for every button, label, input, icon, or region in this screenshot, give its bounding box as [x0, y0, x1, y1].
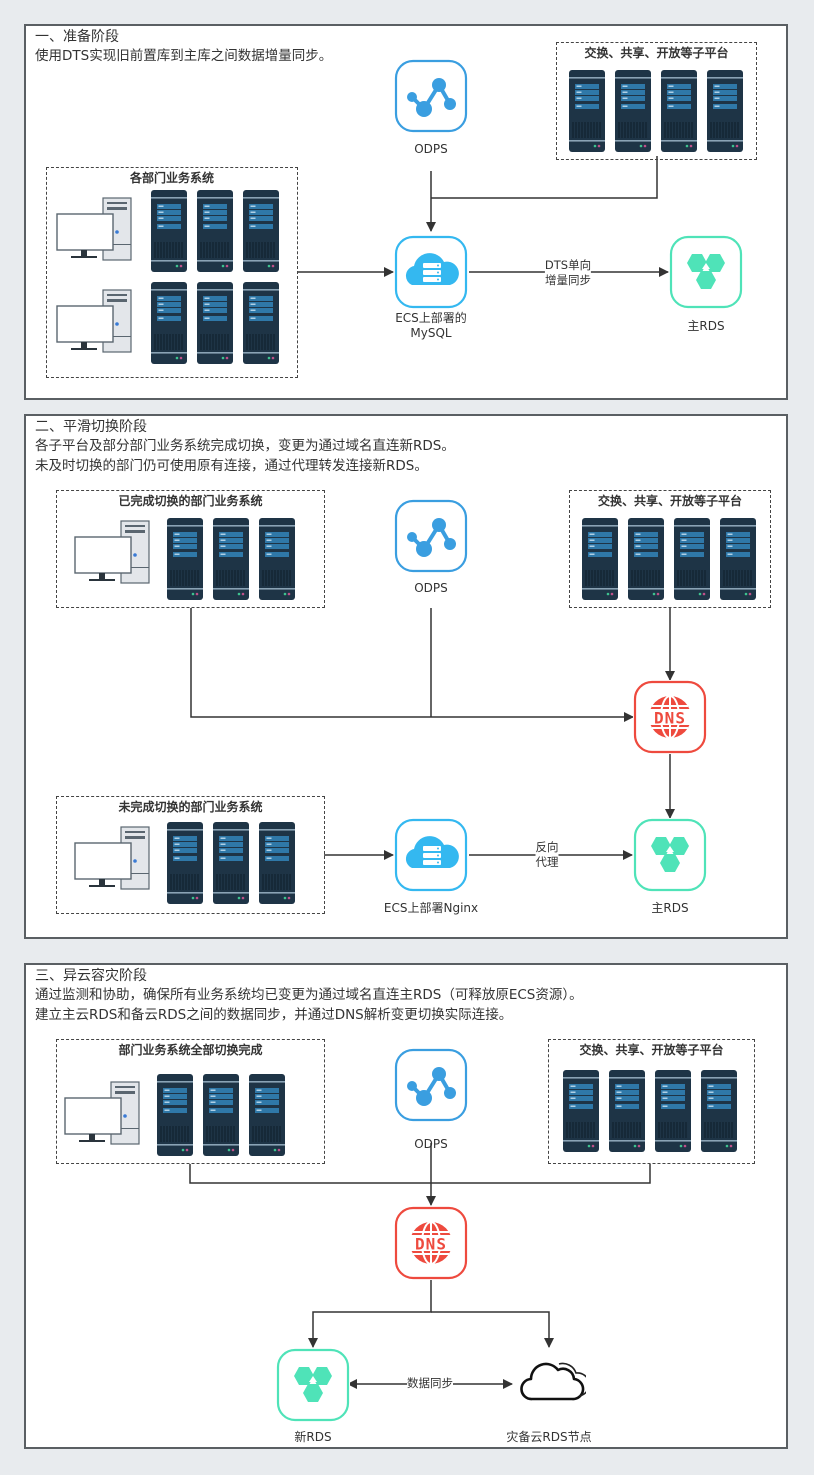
- dns-icon: [394, 1206, 468, 1280]
- rds-icon: [669, 235, 743, 309]
- dns-icon: [633, 680, 707, 754]
- dr-node-label: 灾备云RDS节点: [506, 1430, 592, 1444]
- main-rds-node[interactable]: [669, 235, 743, 309]
- main-rds-label: 主RDS: [687, 319, 725, 333]
- unswitched-group: 未完成切换的部门业务系统: [56, 796, 325, 914]
- server-icon: [569, 70, 605, 152]
- ecs-nginx-label: ECS上部署Nginx: [383, 901, 479, 915]
- server-icon: [151, 190, 187, 272]
- rds-icon: [633, 818, 707, 892]
- stage-2-description-line-1: 各子平台及部分部门业务系统完成切换，变更为通过域名直连新RDS。: [35, 438, 455, 454]
- rds-icon: [276, 1348, 350, 1422]
- odps-label: ODPS: [414, 581, 448, 595]
- edge-switched-to-dns: [190, 608, 634, 722]
- new-rds-label: 新RDS: [294, 1430, 332, 1444]
- server-icon: [707, 70, 743, 152]
- odps-node[interactable]: [394, 59, 468, 133]
- server-icon: [615, 70, 651, 152]
- ecs-mysql-node[interactable]: [394, 235, 468, 309]
- stage-1-description: 使用DTS实现旧前置库到主库之间数据增量同步。: [35, 48, 333, 64]
- server-icon: [243, 282, 279, 364]
- stage-1-title: 一、准备阶段: [35, 29, 119, 45]
- odps-icon: [394, 59, 468, 133]
- departments-group: 各部门业务系统: [46, 167, 298, 378]
- switched-group-label: 已完成切换的部门业务系统: [118, 494, 263, 508]
- desktop-pc-icon: [55, 196, 137, 262]
- server-icon: [582, 518, 618, 600]
- stage-2-panel: 二、平滑切换阶段 各子平台及部分部门业务系统完成切换，变更为通过域名直连新RDS…: [24, 414, 788, 939]
- odps-node[interactable]: [394, 1048, 468, 1122]
- server-icon: [167, 518, 203, 600]
- edge-platforms-to-ecs-mysql: [431, 156, 658, 199]
- server-icon: [661, 70, 697, 152]
- server-icon: [628, 518, 664, 600]
- server-icon: [167, 822, 203, 904]
- server-icon: [701, 1070, 737, 1152]
- platforms-group: 交换、共享、开放等子平台: [548, 1039, 755, 1164]
- server-icon: [243, 190, 279, 272]
- odps-icon: [394, 499, 468, 573]
- edge-label-data-sync: 数据同步: [407, 1376, 453, 1391]
- unswitched-group-label: 未完成切换的部门业务系统: [118, 800, 263, 814]
- main-rds-label: 主RDS: [651, 901, 689, 915]
- platforms-group-label: 交换、共享、开放等子平台: [579, 1043, 724, 1057]
- server-icon: [259, 518, 295, 600]
- main-rds-node[interactable]: [633, 818, 707, 892]
- odps-icon: [394, 1048, 468, 1122]
- dns-node[interactable]: [394, 1206, 468, 1280]
- edge-label-reverse-proxy: 反向 代理: [535, 840, 559, 870]
- stage-3-panel: 三、异云容灾阶段 通过监测和协助，确保所有业务系统均已变更为通过域名直连主RDS…: [24, 963, 788, 1449]
- desktop-pc-icon: [55, 288, 137, 354]
- stage-3-description-line-1: 通过监测和协助，确保所有业务系统均已变更为通过域名直连主RDS（可释放原ECS资…: [35, 987, 583, 1003]
- server-icon: [249, 1074, 285, 1156]
- desktop-pc-icon: [63, 1080, 145, 1146]
- desktop-pc-icon: [73, 825, 155, 891]
- server-icon: [213, 518, 249, 600]
- all-switched-group-label: 部门业务系统全部切换完成: [118, 1043, 263, 1057]
- edge-dns-to-new-rds: [308, 1279, 432, 1348]
- server-icon: [197, 282, 233, 364]
- platforms-group-label: 交换、共享、开放等子平台: [597, 494, 742, 508]
- dns-node[interactable]: [633, 680, 707, 754]
- odps-node[interactable]: [394, 499, 468, 573]
- ecs-cloud-icon: [394, 818, 468, 892]
- dr-node[interactable]: [512, 1353, 586, 1413]
- server-icon: [157, 1074, 193, 1156]
- ecs-cloud-icon: [394, 235, 468, 309]
- edge-label-dts: DTS单向 增量同步: [544, 258, 592, 288]
- server-icon: [563, 1070, 599, 1152]
- stage-2-title: 二、平滑切换阶段: [35, 419, 147, 435]
- server-icon: [259, 822, 295, 904]
- odps-label: ODPS: [414, 142, 448, 156]
- stage-2-description-line-2: 未及时切换的部门仍可使用原有连接，通过代理转发连接新RDS。: [35, 458, 428, 474]
- desktop-pc-icon: [73, 519, 155, 585]
- ecs-mysql-label: ECS上部署的 MySQL: [395, 311, 467, 340]
- platforms-group: 交换、共享、开放等子平台: [569, 490, 771, 608]
- server-icon: [655, 1070, 691, 1152]
- server-icon: [720, 518, 756, 600]
- server-icon: [213, 822, 249, 904]
- platforms-group: 交换、共享、开放等子平台: [556, 42, 757, 160]
- server-icon: [151, 282, 187, 364]
- odps-label: ODPS: [414, 1137, 448, 1151]
- ecs-nginx-node[interactable]: [394, 818, 468, 892]
- new-rds-node[interactable]: [276, 1348, 350, 1422]
- stage-3-description-line-2: 建立主云RDS和备云RDS之间的数据同步，并通过DNS解析变更切换实际连接。: [35, 1007, 513, 1023]
- edge-dns-to-dr-node: [431, 1311, 554, 1348]
- cloud-outline-icon: [512, 1353, 586, 1413]
- server-icon: [609, 1070, 645, 1152]
- server-icon: [197, 190, 233, 272]
- stage-3-title: 三、异云容灾阶段: [35, 968, 147, 984]
- server-icon: [203, 1074, 239, 1156]
- platforms-group-label: 交换、共享、开放等子平台: [584, 46, 729, 60]
- departments-group-label: 各部门业务系统: [129, 171, 214, 185]
- edge-groups-merge: [189, 1164, 651, 1184]
- all-switched-group: 部门业务系统全部切换完成: [56, 1039, 325, 1164]
- server-icon: [674, 518, 710, 600]
- stage-1-panel: 一、准备阶段 使用DTS实现旧前置库到主库之间数据增量同步。 交换、共享、开放等…: [24, 24, 788, 400]
- switched-group: 已完成切换的部门业务系统: [56, 490, 325, 608]
